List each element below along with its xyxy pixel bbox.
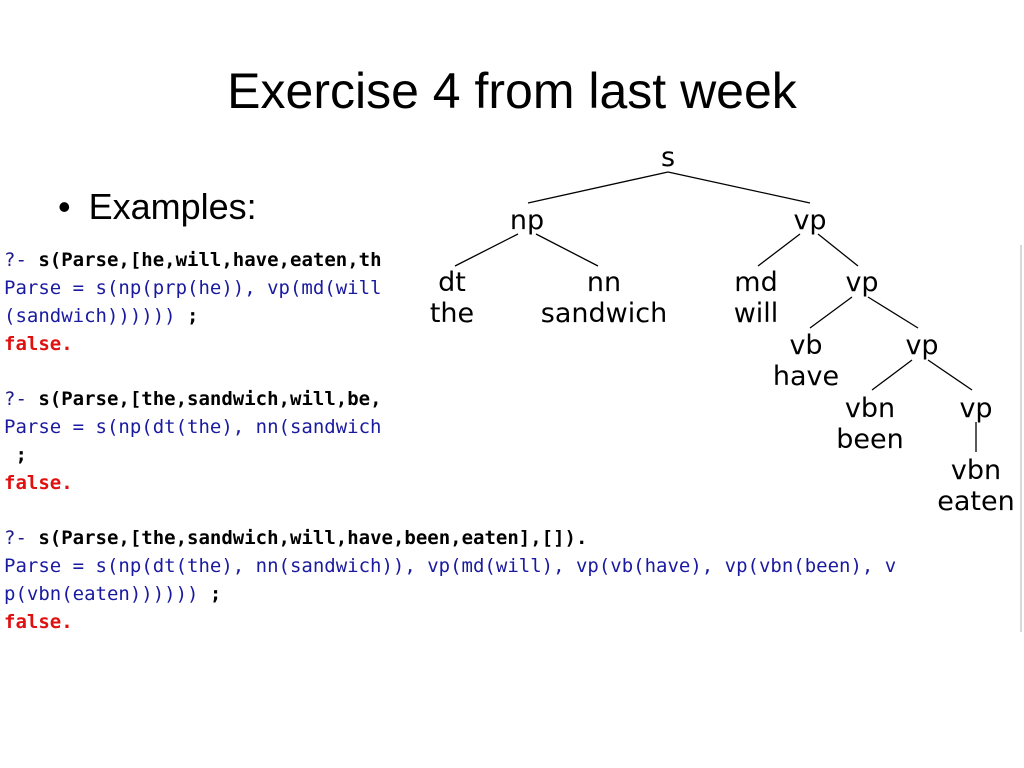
- edge-s-np: [527, 171, 669, 204]
- edge-s-vp: [667, 171, 811, 204]
- query-3-line: ?- s(Parse,[the,sandwich,will,have,been,…: [4, 527, 587, 550]
- bullet-dot-icon: •: [58, 186, 71, 227]
- query-2-command: s(Parse,[the,sandwich,will,be,: [38, 388, 382, 410]
- query-3-semicolon: ;: [209, 583, 222, 605]
- node-vp: vp: [793, 205, 826, 236]
- query-2-prompt: ?-: [4, 388, 27, 410]
- console-scrollbar-edge: [1020, 245, 1022, 632]
- query-2-line: ?- s(Parse,[the,sandwich,will,be,: [4, 388, 382, 411]
- bullet-text: Examples:: [88, 186, 257, 227]
- slide-title: Exercise 4 from last week: [227, 63, 797, 119]
- bullet-examples: • Examples:: [58, 186, 257, 228]
- node-np: np: [510, 205, 544, 236]
- query-3-prompt: ?-: [4, 527, 27, 549]
- clipped-queries: ?- s(Parse,[he,will,have,eaten,th Parse …: [0, 245, 426, 475]
- query-1-semicolon: ;: [187, 305, 199, 327]
- query-1-prompt: ?-: [4, 249, 27, 271]
- query-3-answer-line-2: p(vbn(eaten)))))) ;: [4, 583, 221, 606]
- node-s: s: [661, 142, 675, 173]
- query-1-result: false.: [4, 333, 73, 355]
- query-3-answer-line-1: Parse = s(np(dt(the), nn(sandwich)), vp(…: [4, 555, 897, 577]
- query-1-line: ?- s(Parse,[he,will,have,eaten,th: [4, 249, 382, 272]
- query-3-command: s(Parse,[the,sandwich,will,have,been,eat…: [38, 527, 588, 549]
- query-2-semicolon: ;: [4, 444, 27, 466]
- query-1-answer-text: (sandwich)))))): [4, 305, 188, 327]
- query-2-answer-line-1: Parse = s(np(dt(the), nn(sandwich: [4, 416, 382, 438]
- query-3-answer-text: p(vbn(eaten)))))): [4, 583, 210, 605]
- query-1-answer-line-2: (sandwich)))))) ;: [4, 305, 198, 328]
- query-1-answer-line-1: Parse = s(np(prp(he)), vp(md(will: [4, 277, 382, 299]
- query-2-result: false.: [4, 472, 73, 494]
- prolog-console: ?- s(Parse,[he,will,have,eaten,th Parse …: [0, 245, 1022, 632]
- query-1-command: s(Parse,[he,will,have,eaten,th: [38, 249, 382, 271]
- query-3-result: false.: [4, 611, 73, 632]
